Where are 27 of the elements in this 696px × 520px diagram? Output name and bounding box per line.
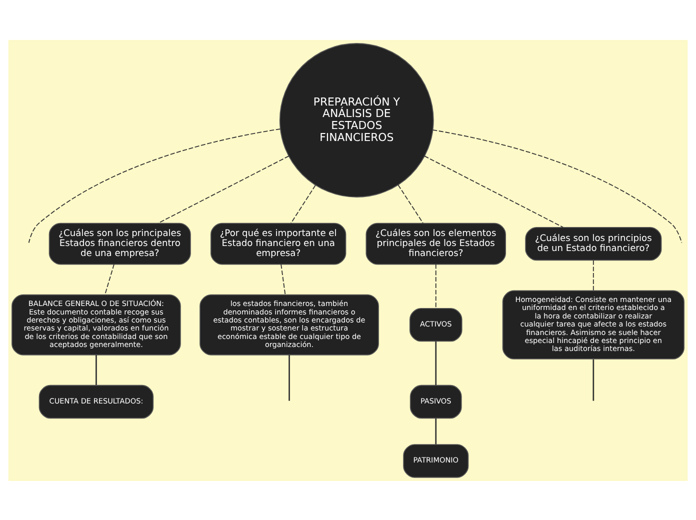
node-box: Homogeneidad: Consiste en mantener una uniformidad en el criterio establecido a la hora de contabilizar o realizar cualquier tarea que afecte a los estados financieros. Asimismo se suele hacer especial hincapié de este principio en las auditorías internas. xyxy=(502,290,684,359)
node-box: ¿Cuáles son los elementos principales de los Estados financieros? xyxy=(366,222,506,264)
connector xyxy=(424,155,564,228)
node-box: BALANCE GENERAL O DE SITUACIÓN: Este documento contable recoge sus derechos y obligaciones, así como sus reservas y capital, valorados en función de los criterios de contabilidad que son aceptados generalmente. xyxy=(12,294,181,355)
connector xyxy=(288,354,290,400)
connector xyxy=(158,155,290,224)
node-box: ¿Cuáles son los principios de un Estado financiero? xyxy=(525,226,662,260)
connector xyxy=(435,263,436,308)
connector xyxy=(592,259,594,291)
connector xyxy=(592,358,594,400)
node-circle: PREPARACIÓN Y ANÁLISIS DE ESTADOS FINANCIEROS xyxy=(279,42,434,197)
connector xyxy=(96,354,97,384)
node-box: ¿Por qué es importante el Estado financiero en una empresa? xyxy=(210,222,346,264)
connector xyxy=(435,340,437,385)
connector xyxy=(435,418,437,444)
node-box: los estados financieros, también denominados informes financieros o estados contables, son los encargados de mostrar y sostener la estructura económica estable de cualquier tipo de organización. xyxy=(200,294,379,355)
node-box: ACTIVOS xyxy=(409,307,462,342)
connector xyxy=(432,129,682,243)
connector xyxy=(28,128,281,243)
connector xyxy=(398,184,424,224)
connector xyxy=(290,184,316,224)
connector xyxy=(104,263,114,295)
connector xyxy=(280,263,286,295)
node-box: ¿Cuáles son los principales Estados financieros dentro de una empresa? xyxy=(48,222,191,264)
node-box: PATRIMONIO xyxy=(403,444,469,478)
node-box: PASIVOS xyxy=(410,384,462,418)
node-box: CUENTA DE RESULTADOS: xyxy=(38,384,154,418)
